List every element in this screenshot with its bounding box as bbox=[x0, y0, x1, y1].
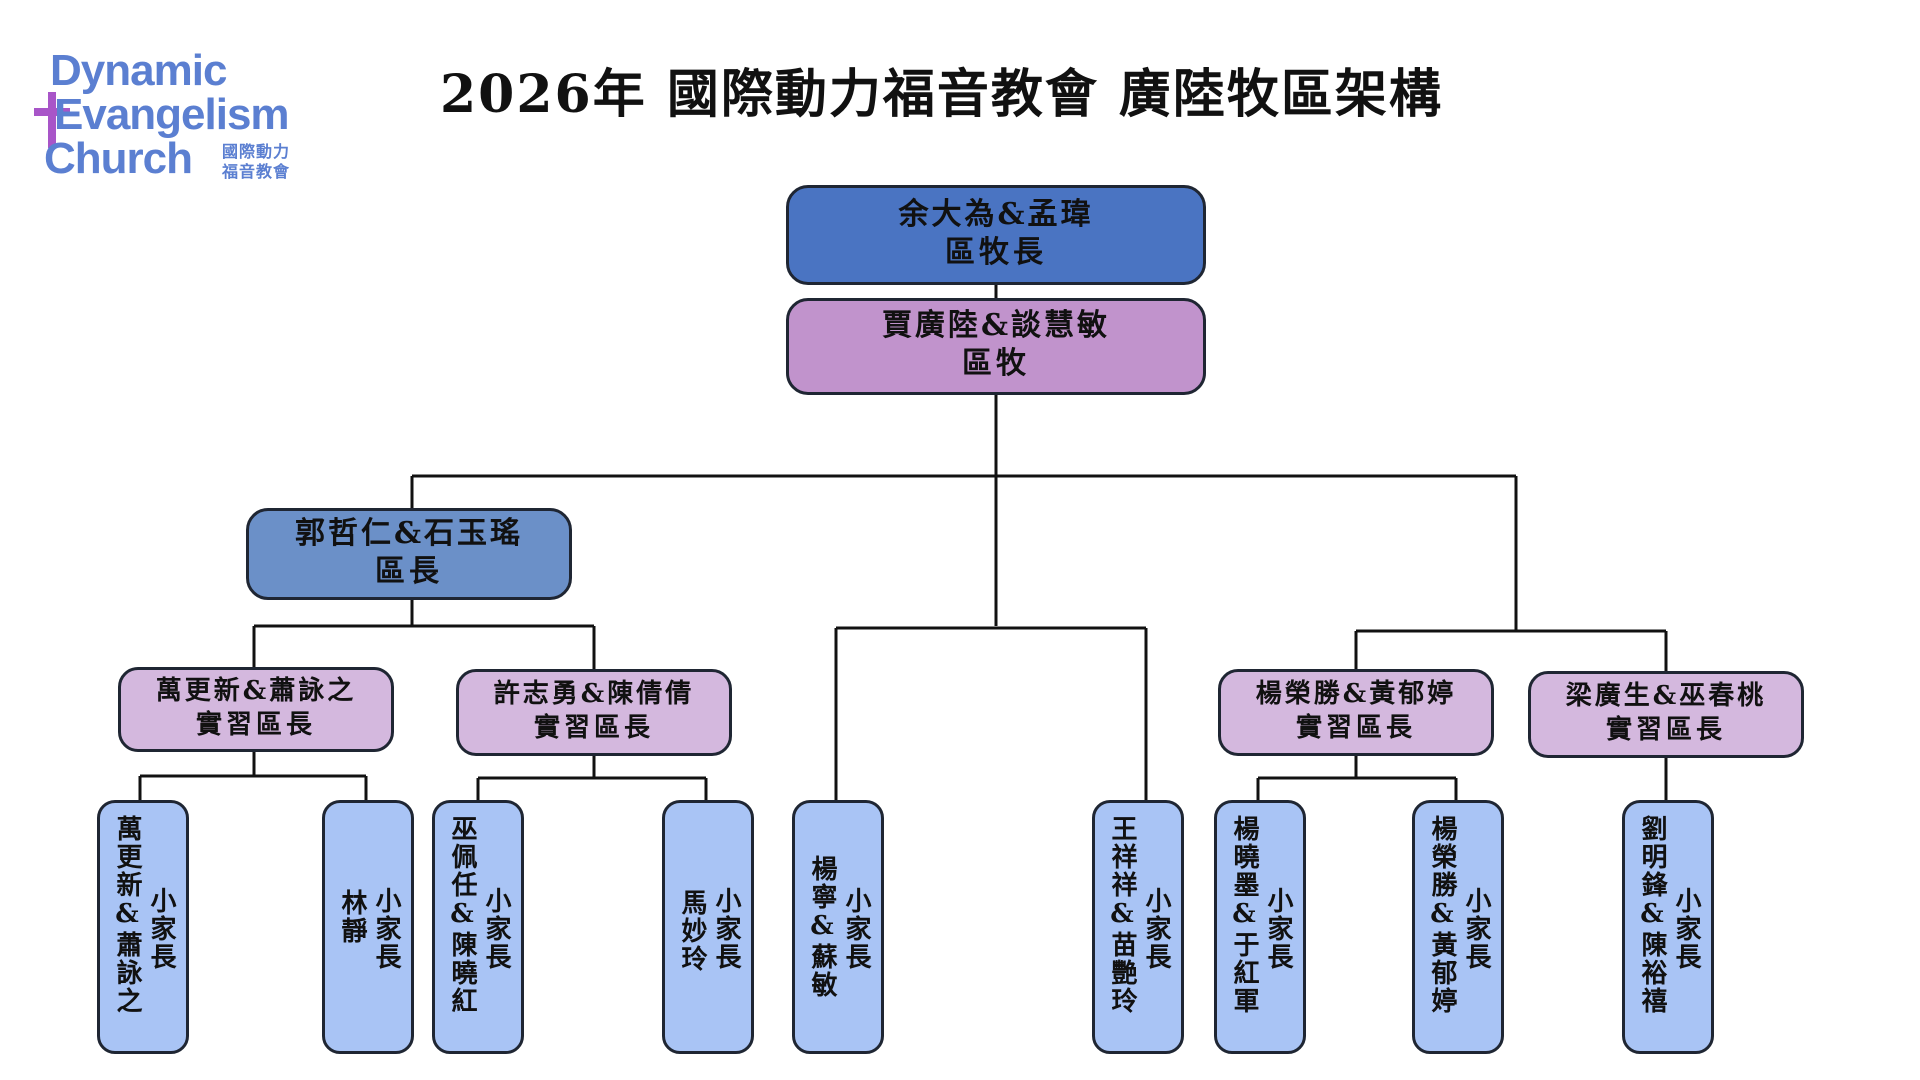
church-logo: Dynamic Evangelism Church 國際動力 福音教會 bbox=[34, 46, 320, 183]
cross-icon-bar bbox=[34, 108, 70, 116]
group-leader-box: 楊寧&蘇敏 小家長 bbox=[792, 800, 884, 1054]
trainee-leader-box: 梁廣生&巫春桃 實習區長 bbox=[1528, 671, 1804, 758]
trainee-leader-box: 許志勇&陳倩倩 實習區長 bbox=[456, 669, 732, 756]
logo-zh-line-1: 國際動力 bbox=[222, 142, 291, 161]
group-leader-box: 馬妙玲 小家長 bbox=[662, 800, 754, 1054]
leader-role: 小家長 bbox=[1671, 887, 1701, 971]
group-leader-box: 萬更新&蕭詠之 小家長 bbox=[97, 800, 189, 1054]
node-name: 萬更新&蕭詠之 bbox=[155, 676, 357, 707]
leader-name: 林靜 bbox=[337, 889, 367, 945]
group-leader-box: 劉明鋒&陳裕禧 小家長 bbox=[1622, 800, 1714, 1054]
node-name: 許志勇&陳倩倩 bbox=[493, 679, 695, 710]
node-name: 郭哲仁&石玉瑤 bbox=[294, 515, 524, 551]
zone-pastor-box: 賈廣陸&談慧敏 區牧 bbox=[786, 298, 1206, 395]
leader-role: 小家長 bbox=[1141, 887, 1171, 971]
group-leader-box: 王祥祥&苗艷玲 小家長 bbox=[1092, 800, 1184, 1054]
node-role: 區長 bbox=[375, 553, 443, 589]
leader-name: 楊寧&蘇敏 bbox=[807, 855, 837, 999]
leader-role: 小家長 bbox=[711, 887, 741, 971]
group-leader-box: 巫佩任&陳曉紅 小家長 bbox=[432, 800, 524, 1054]
node-role: 實習區長 bbox=[1605, 714, 1726, 745]
leader-role: 小家長 bbox=[481, 887, 511, 971]
leader-name: 楊曉墨&于紅軍 bbox=[1229, 815, 1259, 1015]
cross-icon bbox=[48, 92, 56, 148]
leader-name: 馬妙玲 bbox=[677, 889, 707, 973]
node-role: 實習區長 bbox=[1295, 712, 1416, 743]
page-title: 2026年 國際動力福音教會 廣陸牧區架構 bbox=[440, 64, 1443, 125]
node-role: 區牧 bbox=[962, 346, 1030, 382]
group-leader-box: 林靜 小家長 bbox=[322, 800, 414, 1054]
group-leader-box: 楊榮勝&黃郁婷 小家長 bbox=[1412, 800, 1504, 1054]
logo-zh-line-2: 福音教會 bbox=[222, 162, 291, 181]
node-name: 賈廣陸&談慧敏 bbox=[881, 308, 1111, 344]
node-name: 楊榮勝&黃郁婷 bbox=[1255, 679, 1457, 710]
leader-name: 王祥祥&苗艷玲 bbox=[1107, 815, 1137, 1015]
leader-role: 小家長 bbox=[1461, 887, 1491, 971]
group-leader-box: 楊曉墨&于紅軍 小家長 bbox=[1214, 800, 1306, 1054]
node-role: 實習區長 bbox=[533, 712, 654, 743]
trainee-leader-box: 楊榮勝&黃郁婷 實習區長 bbox=[1218, 669, 1494, 756]
senior-pastor-box: 余大為&孟瑋 區牧長 bbox=[786, 185, 1206, 285]
logo-line-3: Church bbox=[44, 134, 193, 183]
leader-name: 萬更新&蕭詠之 bbox=[112, 815, 142, 1015]
leader-role: 小家長 bbox=[146, 887, 176, 971]
node-name: 梁廣生&巫春桃 bbox=[1565, 681, 1767, 712]
leader-name: 劉明鋒&陳裕禧 bbox=[1637, 815, 1667, 1015]
node-role: 區牧長 bbox=[945, 234, 1047, 270]
area-leader-box: 郭哲仁&石玉瑤 區長 bbox=[246, 508, 572, 600]
logo-line-1: Dynamic bbox=[50, 46, 227, 95]
leader-role: 小家長 bbox=[1263, 887, 1293, 971]
leader-name: 楊榮勝&黃郁婷 bbox=[1427, 815, 1457, 1015]
node-name: 余大為&孟瑋 bbox=[898, 196, 1094, 232]
leader-role: 小家長 bbox=[371, 887, 401, 971]
leader-role: 小家長 bbox=[841, 887, 871, 971]
leader-name: 巫佩任&陳曉紅 bbox=[447, 815, 477, 1015]
trainee-leader-box: 萬更新&蕭詠之 實習區長 bbox=[118, 667, 394, 752]
logo-line-2: Evangelism bbox=[54, 90, 290, 139]
node-role: 實習區長 bbox=[195, 709, 316, 740]
